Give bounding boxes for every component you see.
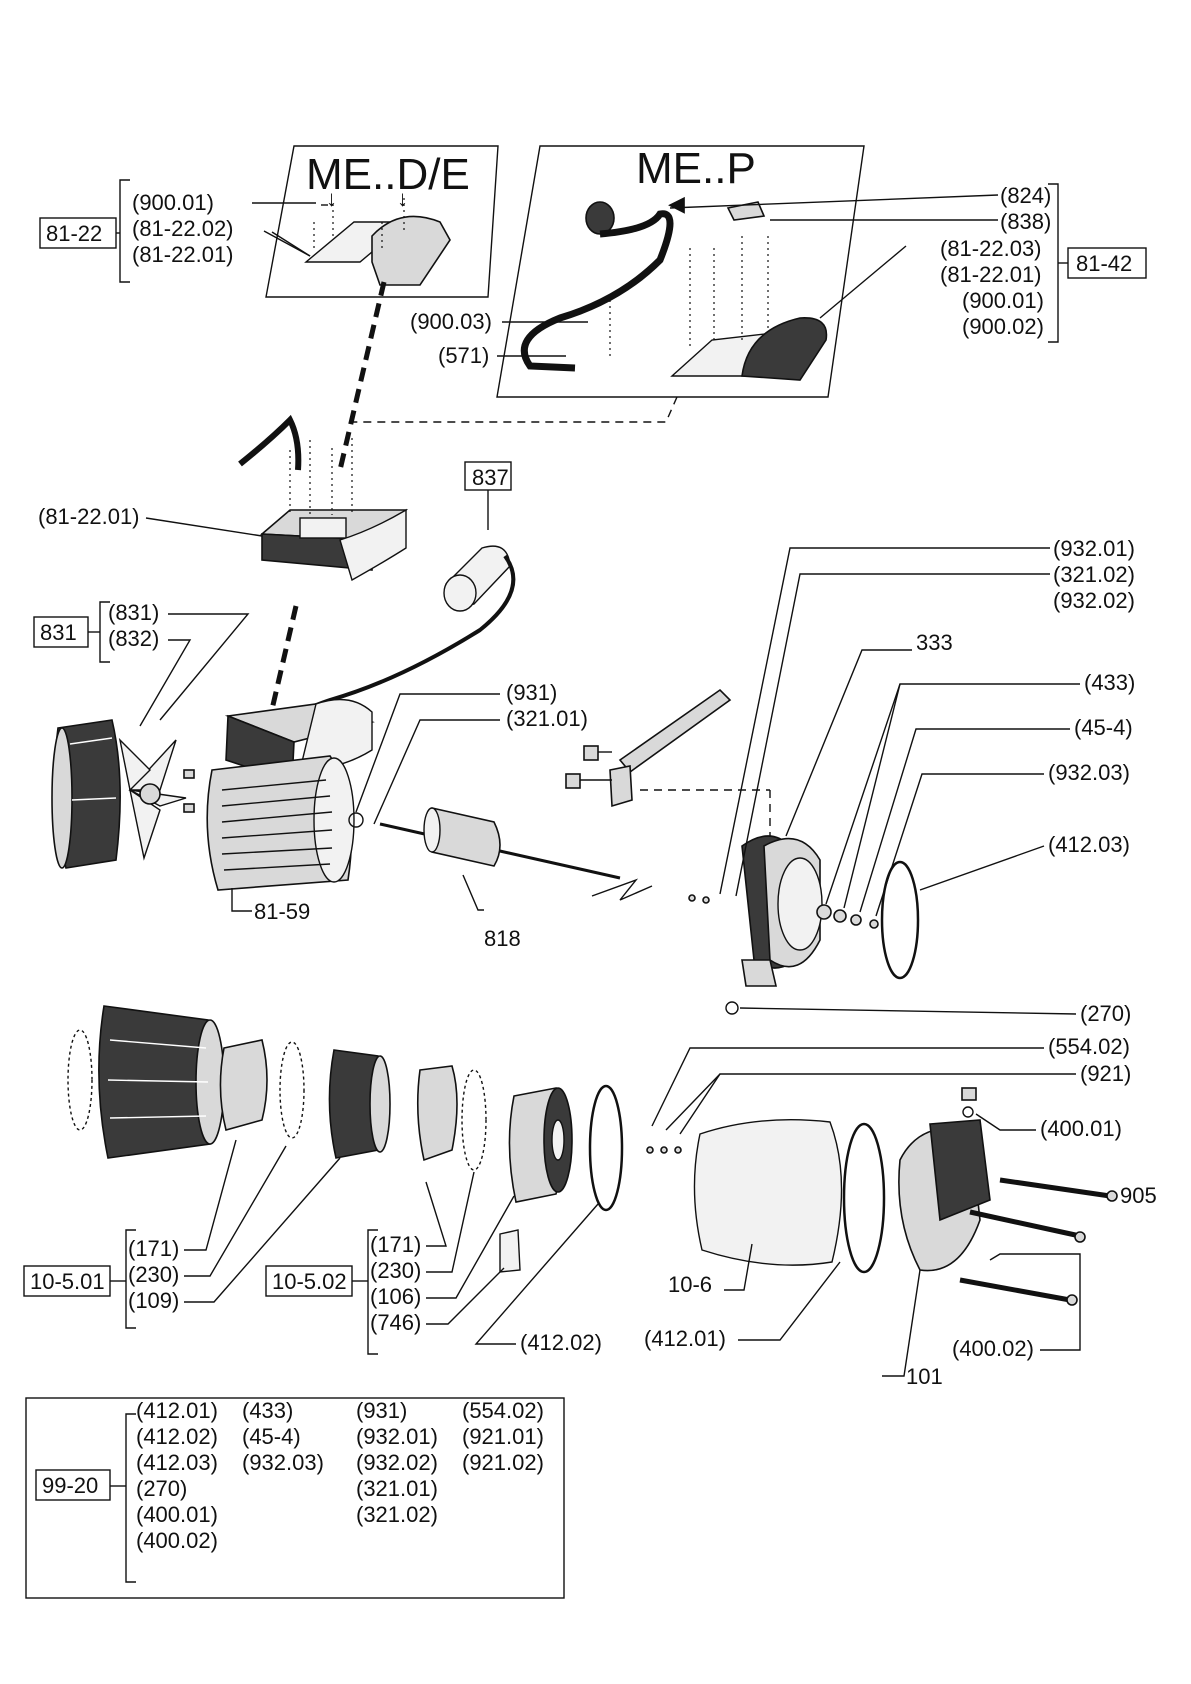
label-45-4: (45-4)	[1074, 715, 1133, 740]
label-81-59: 81-59	[254, 899, 310, 924]
fan-drawing	[118, 737, 187, 861]
kit-part-item: (412.02)	[136, 1424, 218, 1449]
label-900-03: (900.03)	[410, 309, 492, 334]
kit-parts-list: (412.01)(412.02)(412.03)(270)(400.01)(40…	[136, 1398, 544, 1553]
label-106: (106)	[370, 1284, 421, 1309]
label-81-22-01-box: (81-22.01)	[38, 504, 140, 529]
me-p-title: ME..P	[636, 144, 756, 193]
label-838: (838)	[1000, 209, 1051, 234]
label-321-02: (321.02)	[1053, 562, 1135, 587]
label-81-22-03: (81-22.03)	[940, 236, 1042, 261]
label-932-01: (932.01)	[1053, 536, 1135, 561]
label-746: (746)	[370, 1310, 421, 1335]
pump-stages-drawing	[67, 1005, 886, 1274]
label-824: (824)	[1000, 183, 1051, 208]
label-932-03: (932.03)	[1048, 760, 1130, 785]
label-412-02: (412.02)	[520, 1330, 602, 1355]
capacitor-drawing	[288, 545, 516, 722]
svg-text:↓: ↓	[397, 186, 408, 211]
float-switch-drawing	[520, 201, 828, 381]
kit-99-20-panel: 99-20 (412.01)(412.02)(412.03)(270)(400.…	[25, 1397, 565, 1599]
label-270: (270)	[1080, 1001, 1131, 1026]
label-171-a: (171)	[128, 1236, 179, 1261]
kit-code-label: 99-20	[42, 1473, 98, 1498]
label-81-22-02: (81-22.02)	[132, 216, 234, 241]
label-230-a: (230)	[128, 1262, 179, 1287]
kit-part-item: (321.02)	[356, 1502, 438, 1527]
kit-part-item: (932.02)	[356, 1450, 438, 1475]
pump-bracket-drawing	[688, 835, 920, 1015]
me-p-panel: ME..P ◀	[496, 144, 999, 398]
label-109: (109)	[128, 1288, 179, 1313]
label-832: (832)	[108, 626, 159, 651]
label-900-01-p: (900.01)	[962, 288, 1044, 313]
mounting-bracket-drawing	[565, 688, 771, 850]
label-921: (921)	[1080, 1061, 1131, 1086]
group-label-10-5-01: 10-5.01	[30, 1269, 105, 1294]
label-81-22-01: (81-22.01)	[132, 242, 234, 267]
kit-part-item: (400.02)	[136, 1528, 218, 1553]
label-571: (571)	[438, 343, 489, 368]
label-81-22-01-p: (81-22.01)	[940, 262, 1042, 287]
shaft-rotor-drawing	[348, 807, 653, 901]
label-905: 905	[1120, 1183, 1157, 1208]
group-label-837: 837	[472, 465, 509, 490]
kit-part-item: (921.02)	[462, 1450, 544, 1475]
kit-part-item: (554.02)	[462, 1398, 544, 1423]
kit-part-item: (921.01)	[462, 1424, 544, 1449]
label-321-01: (321.01)	[506, 706, 588, 731]
label-10-6: 10-6	[668, 1272, 712, 1297]
label-412-03: (412.03)	[1048, 832, 1130, 857]
me-de-title: ME..D/E	[306, 150, 470, 199]
label-230-b: (230)	[370, 1258, 421, 1283]
label-900-01: (900.01)	[132, 190, 214, 215]
kit-part-item: (433)	[242, 1398, 293, 1423]
terminal-cover-de-drawing: ↓ ↓	[304, 186, 451, 286]
label-333: 333	[916, 630, 953, 655]
label-400-02: (400.02)	[952, 1336, 1034, 1361]
group-label-81-22: 81-22	[46, 221, 102, 246]
kit-part-item: (412.03)	[136, 1450, 218, 1475]
kit-part-item: (400.01)	[136, 1502, 218, 1527]
label-554-02: (554.02)	[1048, 1034, 1130, 1059]
group-81-22: 81-22 (900.01) (81-22.02) (81-22.01)	[39, 179, 316, 283]
group-label-831: 831	[40, 620, 77, 645]
terminal-box-cover-drawing	[238, 414, 409, 582]
label-818: 818	[484, 926, 521, 951]
label-433: (433)	[1084, 670, 1135, 695]
label-932-02: (932.02)	[1053, 588, 1135, 613]
kit-part-item: (932.01)	[356, 1424, 438, 1449]
kit-part-item: (932.03)	[242, 1450, 324, 1475]
label-171-b: (171)	[370, 1232, 421, 1257]
label-101: 101	[906, 1364, 943, 1389]
group-label-81-42: 81-42	[1076, 251, 1132, 276]
label-831: (831)	[108, 600, 159, 625]
kit-part-item: (931)	[356, 1398, 407, 1423]
label-412-01: (412.01)	[644, 1326, 726, 1351]
kit-part-item: (412.01)	[136, 1398, 218, 1423]
label-900-02: (900.02)	[962, 314, 1044, 339]
motor-drawing	[183, 605, 375, 891]
me-de-panel: ME..D/E ↓ ↓	[265, 145, 499, 298]
pump-base-drawing	[898, 1087, 1118, 1306]
fan-cover-drawing	[51, 719, 121, 869]
kit-part-item: (45-4)	[242, 1424, 301, 1449]
kit-part-item: (321.01)	[356, 1476, 438, 1501]
svg-text:↓: ↓	[326, 186, 337, 211]
svg-text:◀: ◀	[668, 191, 685, 216]
kit-part-item: (270)	[136, 1476, 187, 1501]
group-81-42: (824) (838) (81-22.03) (81-22.01) (900.0…	[940, 183, 1147, 343]
label-931: (931)	[506, 680, 557, 705]
group-label-10-5-02: 10-5.02	[272, 1269, 347, 1294]
label-400-01: (400.01)	[1040, 1116, 1122, 1141]
